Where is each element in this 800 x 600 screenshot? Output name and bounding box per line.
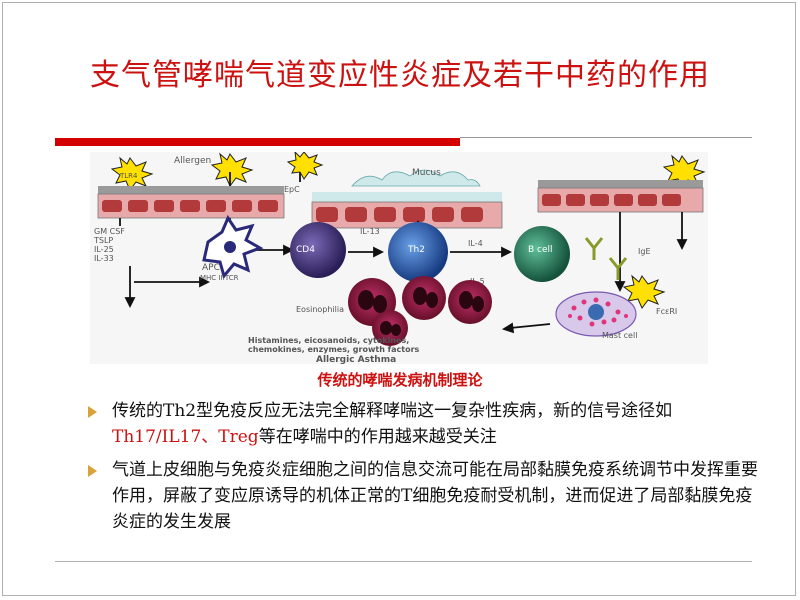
tslp-label: TSLP <box>93 236 113 245</box>
b-cell-label: B cell <box>528 245 553 255</box>
apc-cell <box>202 214 264 280</box>
allergic-asthma-label: Allergic Asthma <box>316 355 396 364</box>
bullet-item: 气道上皮细胞与免疫炎症细胞之间的信息交流可能在局部黏膜免疫系统调节中发挥重要作用… <box>84 457 764 535</box>
mediators-line-2: chemokines, enzymes, growth factors <box>248 345 420 354</box>
apc-label: APC <box>202 263 220 273</box>
mediators-line-1: Histamines, eicosanoids, cytokines, <box>248 336 409 345</box>
slide-title: 支气管哮喘气道变应性炎症及若干中药的作用 <box>90 58 710 93</box>
cd4-cell <box>290 222 346 278</box>
allergen-burst-icon <box>286 152 324 180</box>
bullet-text: 传统的Th2型免疫反应无法完全解释哮喘这一复杂性疾病，新的信号途径如 <box>112 401 673 421</box>
bullet-text: 气道上皮细胞与免疫炎症细胞之间的信息交流可能在局部黏膜免疫系统调节中发挥重要作用… <box>112 460 758 532</box>
allergen-burst-icon <box>622 274 666 309</box>
th2-label: Th2 <box>407 245 425 255</box>
mast-cell <box>555 291 637 337</box>
eosinophilia-label: Eosinophilia <box>296 305 344 314</box>
title-red-rule <box>55 138 460 146</box>
allergen-burst-icon <box>210 152 254 187</box>
bullet-text-tail: 等在哮喘中的作用越来越受关注 <box>258 427 497 447</box>
bottom-rule <box>55 561 752 562</box>
figure-caption: 传统的哮喘发病机制理论 <box>317 371 483 389</box>
gm-csf-label: GM CSF <box>94 227 125 236</box>
ige-antibody-icon <box>584 237 628 280</box>
mhc-tcr-label: MHC II:TCR <box>200 274 239 282</box>
il25-label: IL-25 <box>94 245 114 254</box>
il33-label: IL-33 <box>94 254 114 263</box>
tlr4-label: TLR4 <box>119 172 138 180</box>
asthma-mechanism-diagram: Allergen TLR4 EpC Mucus <box>90 152 708 364</box>
ige-label: IgE <box>638 247 651 256</box>
mucus-label: Mucus <box>412 168 441 178</box>
epithelium-middle <box>311 192 503 229</box>
bullet-arrow-icon <box>88 465 97 477</box>
mucus-blob <box>351 169 481 187</box>
epc-label: EpC <box>284 185 300 194</box>
th2-cell <box>388 222 448 282</box>
fceri-label: FcεRI <box>656 307 677 316</box>
eosinophil-cells <box>348 276 492 346</box>
epithelium-right <box>537 180 704 213</box>
bullet-item: 传统的Th2型免疫反应无法完全解释哮喘这一复杂性疾病，新的信号途径如 Th17/I… <box>84 398 764 450</box>
mast-cell-label: Mast cell <box>602 331 637 340</box>
b-cell <box>514 226 570 282</box>
bullet-highlight: Th17/IL17、Treg <box>112 427 259 447</box>
bullet-arrow-icon <box>88 406 97 418</box>
il13-label: IL-13 <box>360 227 380 236</box>
title-thin-rule <box>460 137 752 138</box>
bullet-list: 传统的Th2型免疫反应无法完全解释哮喘这一复杂性疾病，新的信号途径如 Th17/I… <box>84 398 764 542</box>
cd4-label: CD4 <box>296 245 315 255</box>
allergen-label: Allergen <box>174 156 211 166</box>
il4-label: IL-4 <box>468 239 483 248</box>
epithelium-left <box>97 186 285 219</box>
